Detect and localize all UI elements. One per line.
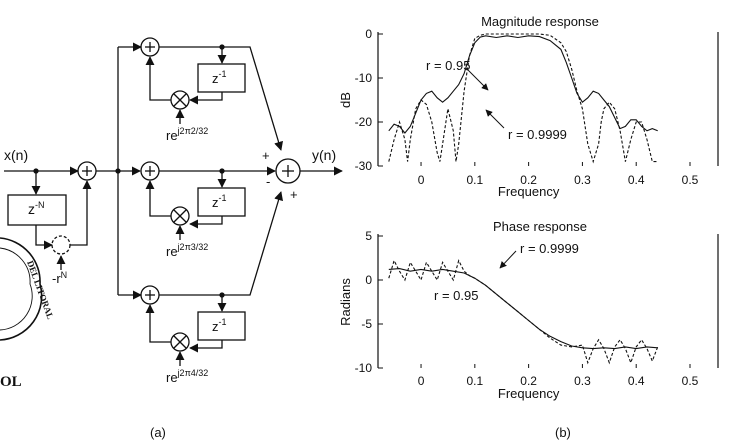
series-line-1 — [388, 268, 658, 350]
x-tick-label: 0.2 — [520, 374, 537, 388]
coef-label-2: rej2π3/32 — [166, 242, 208, 259]
annotation-arrow — [485, 109, 505, 129]
chart-title: Phase response — [493, 219, 587, 234]
x-tick-label: 0 — [418, 173, 425, 187]
x-axis-label: Frequency — [498, 184, 560, 199]
feedback-delay-label-3: z-1 — [212, 317, 227, 334]
series-annotation: r = 0.9999 — [520, 241, 579, 256]
comb-multiplier — [51, 235, 71, 255]
x-tick-label: 0 — [418, 374, 425, 388]
diagram-labels: x(n) z-N -rN z-1 z-1 z-1 rej2π2/32 rej2π… — [0, 69, 336, 440]
delay-to-mult — [35, 225, 53, 250]
series-line-2 — [388, 259, 659, 365]
chart-caption: (b) — [555, 425, 571, 440]
x-tick-label: 0.5 — [682, 374, 699, 388]
series-annotation: r = 0.9999 — [508, 127, 567, 142]
sum-sign-top: + — [262, 148, 270, 163]
stamp-text: DEL LITORAL — [25, 259, 55, 320]
resonator-3 — [140, 191, 283, 366]
feedback-delay-label-1: z-1 — [212, 69, 227, 86]
coef-label-3: rej2π4/32 — [166, 368, 208, 385]
diagram-caption: (a) — [150, 425, 166, 440]
output-label: y(n) — [312, 147, 336, 163]
x-tick-label: 0.3 — [574, 173, 591, 187]
comb-gain-label: -rN — [52, 270, 67, 286]
phase-chart: 5 0 -5 -10 0 0.1 0.2 0.3 0.4 0.5 Phase responseFre… — [338, 219, 719, 401]
sum-sign-bottom: + — [290, 187, 298, 202]
x-axis-label: Frequency — [498, 386, 560, 401]
x-tick-label: 0.3 — [574, 374, 591, 388]
y-tick-label: -10 — [355, 71, 373, 85]
x-tick-label: 0.1 — [466, 374, 483, 388]
delay-block-label: z-N — [28, 200, 45, 217]
y-tick-label: -20 — [355, 115, 373, 129]
y-tick-label: -5 — [361, 317, 372, 331]
y-axis-label: dB — [338, 92, 353, 108]
x-tick-label: 0.4 — [628, 173, 645, 187]
chart-title: Magnitude response — [481, 14, 599, 29]
y-tick-label: -30 — [355, 159, 373, 173]
magnitude-chart: 0 -10 -20 -30 0 0.1 0.2 0.3 0.4 0.5 Magnitude resp… — [338, 14, 719, 199]
coef-label-1: rej2π2/32 — [166, 126, 208, 143]
x-tick-label: 0.2 — [520, 173, 537, 187]
y-axis-label: Radians — [338, 278, 353, 326]
stamp-fragment: OL — [0, 374, 22, 390]
delay-z-n-block — [7, 194, 67, 226]
annotation-arrow — [499, 250, 517, 269]
series-annotation: r = 0.95 — [426, 58, 470, 73]
x-tick-label: 0.4 — [628, 374, 645, 388]
y-tick-label: -10 — [355, 361, 373, 375]
input-label: x(n) — [4, 147, 28, 163]
sum-sign-middle: - — [266, 174, 270, 189]
resonator-1 — [140, 37, 283, 151]
series-annotation: r = 0.95 — [434, 288, 478, 303]
university-stamp — [0, 237, 43, 341]
mult-to-adder — [70, 180, 92, 246]
block-diagram — [0, 37, 343, 366]
feedback-delay-label-2: z-1 — [212, 193, 227, 210]
y-tick-label: 0 — [365, 273, 372, 287]
y-tick-label: 5 — [365, 229, 372, 243]
resonator-2 — [140, 161, 276, 240]
annotation-arrow — [465, 67, 489, 91]
x-tick-label: 0.5 — [682, 173, 699, 187]
series-line-2 — [388, 33, 658, 164]
y-tick-label: 0 — [365, 27, 372, 41]
x-tick-label: 0.1 — [466, 173, 483, 187]
